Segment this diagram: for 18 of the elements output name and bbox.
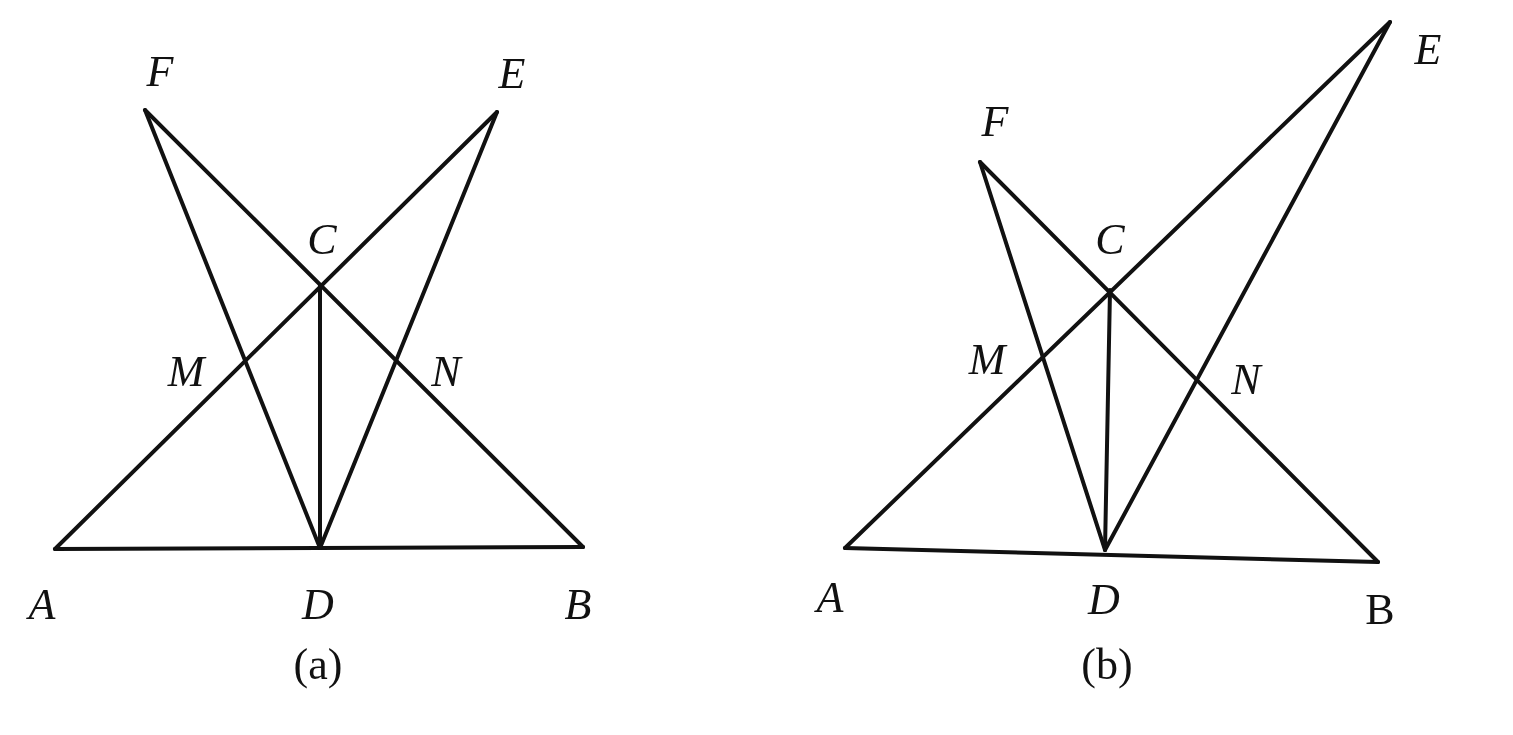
figure-caption: (b)	[1081, 643, 1133, 687]
point-label: C	[1095, 218, 1125, 262]
point-label: N	[1231, 358, 1261, 402]
point-label: B	[1365, 588, 1395, 632]
point-label: E	[1414, 28, 1442, 72]
point-label: B	[564, 583, 592, 627]
point-label: F	[146, 50, 174, 94]
point-label: D	[302, 583, 334, 627]
point-label: M	[968, 338, 1006, 382]
point-label: N	[431, 350, 461, 394]
point-label: D	[1088, 578, 1120, 622]
figure-caption: (a)	[293, 643, 343, 687]
point-label: E	[498, 52, 526, 96]
point-label: A	[816, 576, 844, 620]
point-label: M	[167, 350, 205, 394]
point-label: F	[981, 100, 1009, 144]
point-label: C	[307, 218, 337, 262]
point-label: A	[28, 583, 56, 627]
